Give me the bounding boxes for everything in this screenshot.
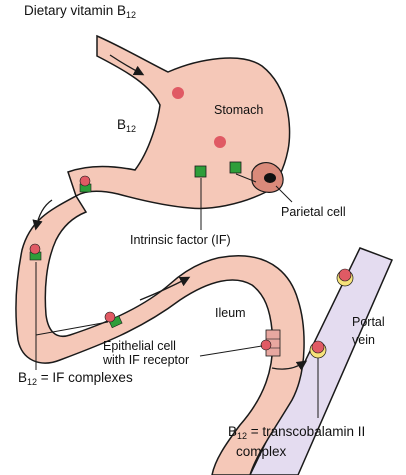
label-dietary-vitamin-b12: Dietary vitamin B12 [24,3,137,21]
if-b12-complex [29,243,42,261]
label-epithelial-cell: Epithelial cell with IF receptor [103,339,190,367]
label-stomach: Stomach [214,103,264,117]
label-portal-vein: Portal vein [352,315,385,347]
parietal-cell-nucleus [264,173,276,183]
transcobalamin-complex [336,268,354,287]
label-b12: B12 [117,117,137,135]
intrinsic-factor-square [194,165,207,178]
small-intestine [15,195,305,475]
if-b12-complex [79,175,92,193]
flow-arrow [271,360,308,371]
label-parietal-cell: Parietal cell [281,205,346,219]
label-b12-if-complexes: B12 = IF complexes [18,370,133,388]
flow-arrow [139,276,191,301]
leader-line [35,321,109,336]
vitamin-b12-dot [260,339,272,351]
vitamin-b12-dot [172,87,184,99]
transcobalamin-complex [309,340,327,359]
leader-line [235,173,257,183]
intrinsic-factor-square [229,161,242,174]
flow-arrow [109,54,145,76]
flow-arrow [32,199,53,231]
label-ileum: Ileum [215,306,246,320]
label-transcobalamin-complex: B12 = transcobalamin II complex [228,424,366,459]
label-intrinsic-factor: Intrinsic factor (IF) [130,233,231,247]
if-b12-complex [104,311,123,329]
vitamin-b12-dot [214,136,226,148]
leader-line [275,185,293,203]
leader-line [199,345,263,357]
